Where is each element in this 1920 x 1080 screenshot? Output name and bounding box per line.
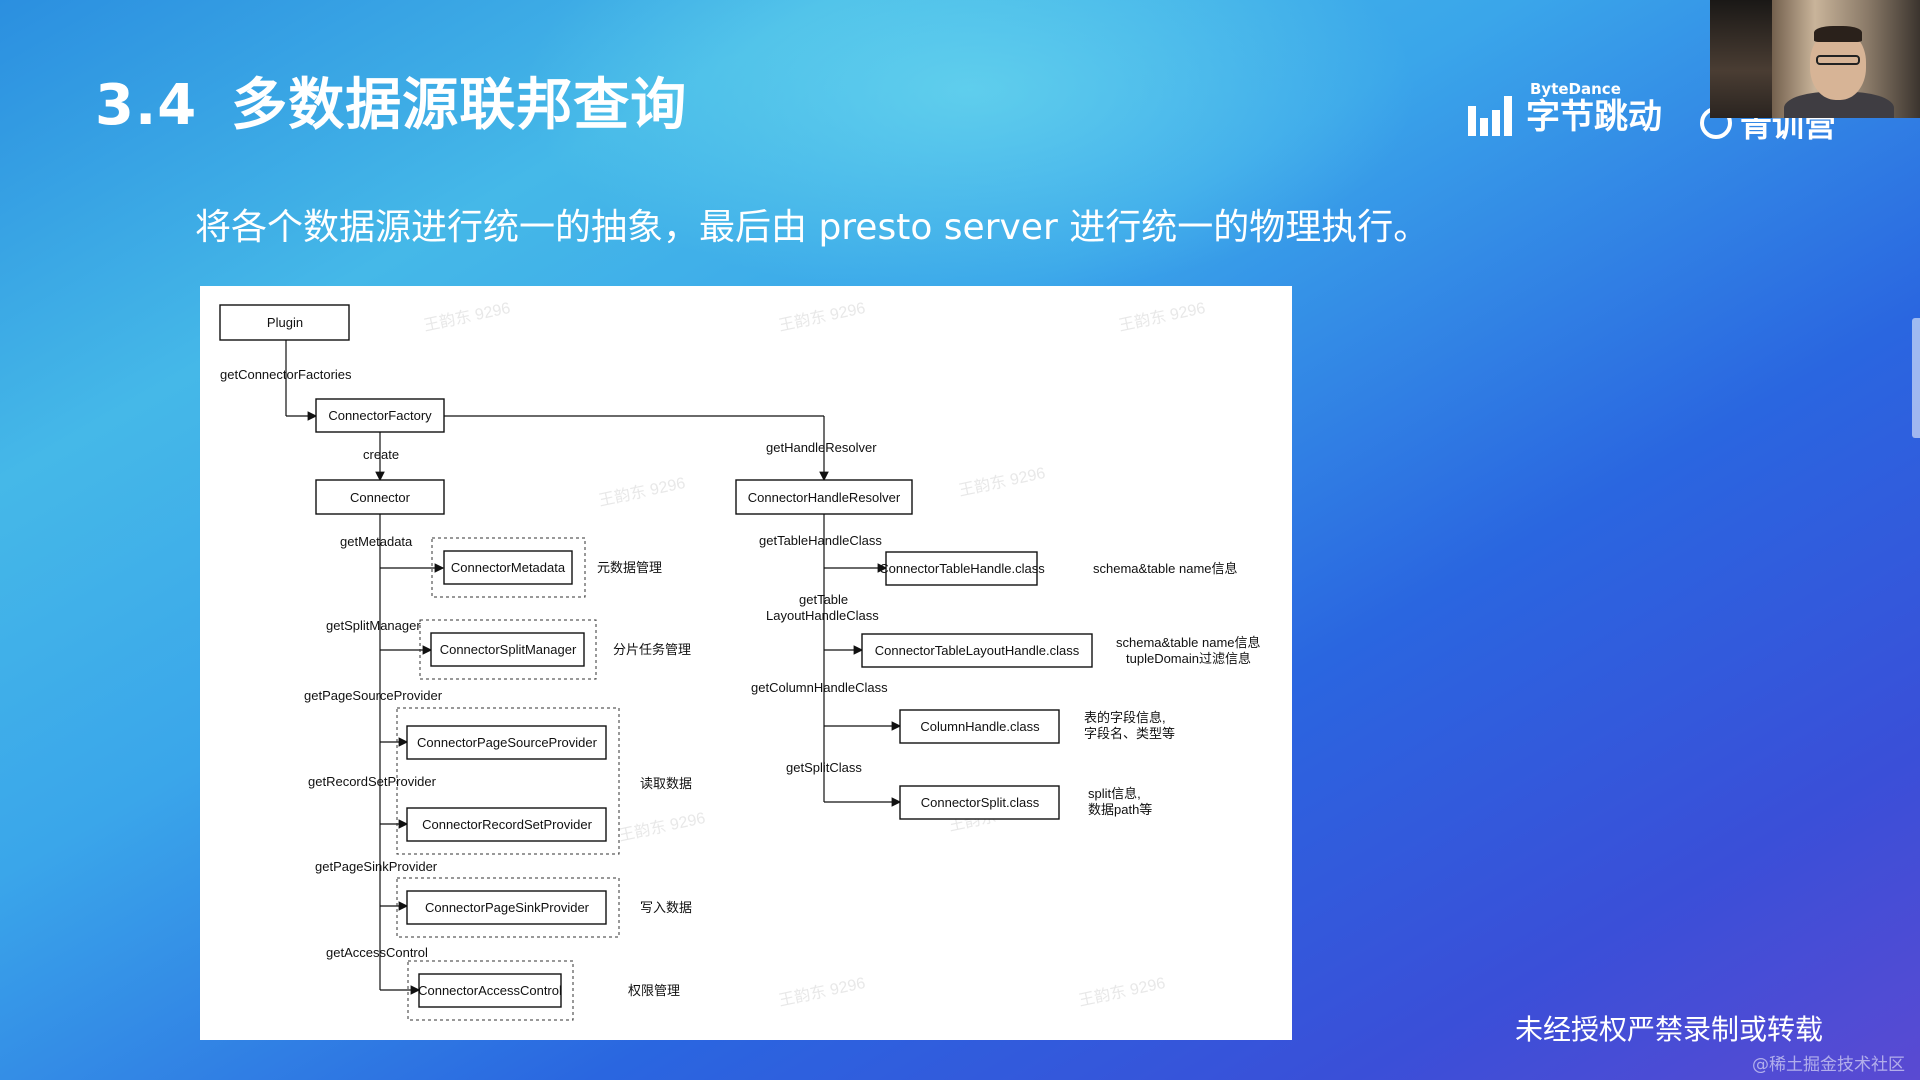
node-connector-record-set-provider: ConnectorRecordSetProvider	[422, 817, 592, 832]
section-title: 多数据源联邦查询	[231, 73, 688, 138]
copyright-notice: 未经授权严禁录制或转载	[1515, 1013, 1824, 1046]
watermark-text: 王韵东 9296	[617, 809, 707, 845]
diagram-notes: 元数据管理 分片任务管理 读取数据 写入数据 权限管理 schema&table…	[597, 560, 1261, 998]
note-read-data: 读取数据	[640, 776, 692, 791]
note-layout-info-2: tupleDomain过滤信息	[1126, 651, 1251, 666]
node-connector-split-manager: ConnectorSplitManager	[440, 642, 577, 657]
page-title: 3.4 多数据源联邦查询	[95, 60, 687, 141]
note-table-handle-info: schema&table name信息	[1093, 561, 1238, 576]
note-split-info-2: 数据path等	[1088, 802, 1152, 817]
node-connector: Connector	[350, 490, 411, 505]
watermark-text: 王韵东 9296	[1117, 299, 1207, 335]
watermark-text: 王韵东 9296	[597, 474, 687, 510]
edge-get-table-layout-handle-class-line2: LayoutHandleClass	[766, 608, 879, 623]
architecture-diagram: 王韵东 9296 王韵东 9296 王韵东 9296 王韵东 9296 王韵东 …	[200, 286, 1292, 1040]
edge-get-handle-resolver: getHandleResolver	[766, 440, 877, 455]
node-connector-handle-resolver: ConnectorHandleResolver	[748, 490, 901, 505]
node-plugin: Plugin	[267, 315, 303, 330]
edge-get-split-manager: getSplitManager	[326, 618, 421, 633]
node-column-handle: ColumnHandle.class	[920, 719, 1040, 734]
edge-labels: getConnectorFactories create getHandleRe…	[220, 367, 888, 960]
note-column-info-1: 表的字段信息,	[1084, 710, 1166, 725]
edge-get-connector-factories: getConnectorFactories	[220, 367, 352, 382]
node-boxes	[219, 304, 1093, 1008]
edge-get-access-control: getAccessControl	[326, 945, 428, 960]
connector-lines	[285, 340, 902, 995]
watermark-text: 王韵东 9296	[957, 464, 1047, 500]
note-split-info-1: split信息,	[1088, 786, 1141, 801]
note-layout-info-1: schema&table name信息	[1116, 635, 1261, 650]
note-access-mgmt: 权限管理	[628, 983, 680, 998]
note-write-data: 写入数据	[640, 900, 692, 915]
note-split-task-mgmt: 分片任务管理	[613, 642, 691, 657]
edge-get-page-source-provider: getPageSourceProvider	[304, 688, 443, 703]
edge-get-record-set-provider: getRecordSetProvider	[308, 774, 437, 789]
bytedance-en-label: ByteDance	[1530, 80, 1621, 98]
edge-get-metadata: getMetadata	[340, 534, 413, 549]
node-labels: Plugin ConnectorFactory Connector Connec…	[267, 315, 1080, 998]
dashed-groups	[396, 537, 620, 1021]
edge-get-page-sink-provider: getPageSinkProvider	[315, 859, 438, 874]
watermark-text: 王韵东 9296	[1077, 974, 1167, 1010]
edge-get-column-handle-class: getColumnHandleClass	[751, 680, 888, 695]
watermark-text: 王韵东 9296	[777, 974, 867, 1010]
section-number: 3.4	[95, 73, 198, 138]
node-connector-access-control: ConnectorAccessControl	[418, 983, 562, 998]
bytedance-cn-label: 字节跳动	[1526, 97, 1662, 137]
node-connector-page-sink-provider: ConnectorPageSinkProvider	[425, 900, 590, 915]
node-connector-page-source-provider: ConnectorPageSourceProvider	[417, 735, 598, 750]
background-glow	[520, 0, 1420, 300]
edge-get-table-handle-class: getTableHandleClass	[759, 533, 882, 548]
watermark-text: 王韵东 9296	[777, 299, 867, 335]
node-connector-split: ConnectorSplit.class	[921, 795, 1040, 810]
edge-get-split-class: getSplitClass	[786, 760, 862, 775]
node-connector-metadata: ConnectorMetadata	[451, 560, 566, 575]
node-connector-table-layout-handle: ConnectorTableLayoutHandle.class	[875, 643, 1080, 658]
node-connector-table-handle: ConnectorTableHandle.class	[879, 561, 1045, 576]
source-credit: @稀土掘金技术社区	[1752, 1055, 1905, 1075]
diagram-svg: 王韵东 9296 王韵东 9296 王韵东 9296 王韵东 9296 王韵东 …	[219, 299, 1261, 1021]
bytedance-logo: ByteDance 字节跳动	[1468, 80, 1662, 136]
slide-subtitle: 将各个数据源进行统一的抽象，最后由 presto server 进行统一的物理执…	[195, 207, 1430, 248]
node-connector-factory: ConnectorFactory	[328, 408, 432, 423]
note-metadata-mgmt: 元数据管理	[597, 560, 662, 575]
bytedance-mark-icon	[1468, 96, 1514, 136]
note-column-info-2: 字段名、类型等	[1084, 726, 1175, 741]
watermark-text: 王韵东 9296	[422, 299, 512, 335]
edge-get-table-layout-handle-class-line1: getTable	[799, 592, 848, 607]
side-panel-handle[interactable]	[1912, 318, 1920, 438]
edge-create: create	[363, 447, 399, 462]
webcam-video	[1710, 0, 1920, 118]
